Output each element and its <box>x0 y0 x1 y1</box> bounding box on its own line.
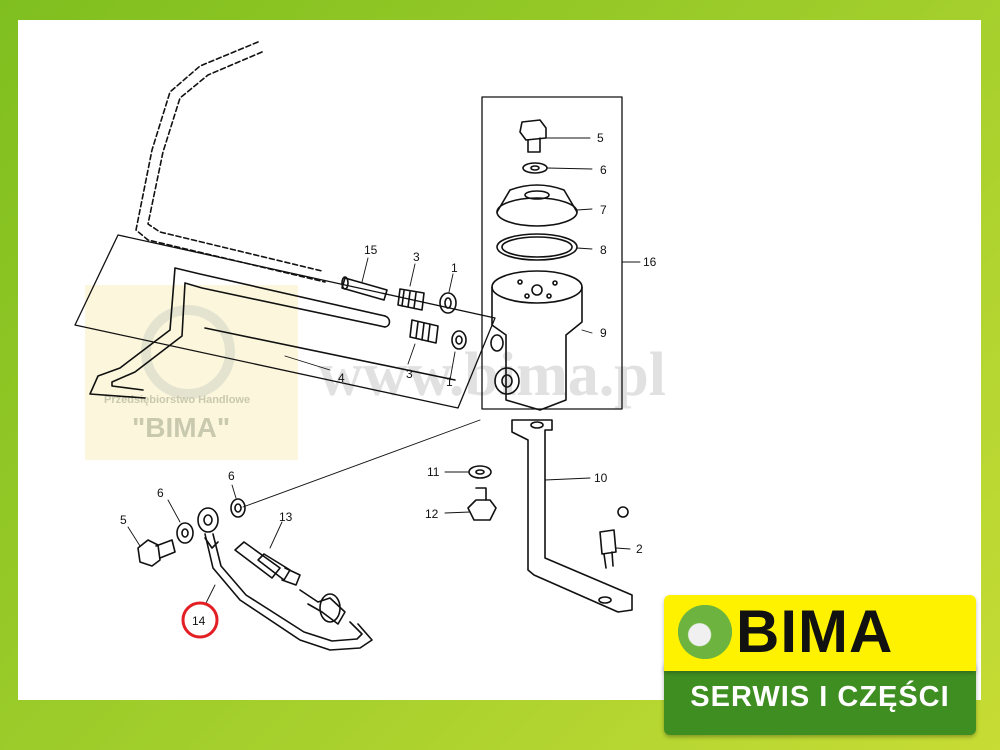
logo-ball-icon <box>678 605 732 659</box>
fitting-3-bottom <box>409 319 439 344</box>
callout-3-bottom: 3 <box>406 367 413 381</box>
callout-1-bottom: 1 <box>446 375 453 389</box>
callout-4: 4 <box>338 371 345 385</box>
callout-12: 12 <box>425 507 439 521</box>
watermark-url: www.bima.pl <box>318 341 666 409</box>
callout-6-mid: 6 <box>228 469 235 483</box>
banjo-fitting <box>197 507 219 533</box>
fitting-15 <box>341 276 388 301</box>
seal-part-8 <box>496 233 578 261</box>
fitting-3-top <box>397 288 425 311</box>
callout-7: 7 <box>600 203 607 217</box>
callout-5-top: 5 <box>597 131 604 145</box>
logo-tagline: SERWIS I CZĘŚCI <box>690 681 950 713</box>
callout-14: 14 <box>192 614 206 628</box>
watermark-company-name: "BIMA" <box>132 412 230 443</box>
callout-5-left: 5 <box>120 513 127 527</box>
watermark-ball-icon <box>141 305 235 399</box>
bolt-part-5-left <box>137 539 176 567</box>
pipe-part-4 <box>89 267 456 399</box>
watermark: Przedsiębiorstwo Handlowe "BIMA" www.bim… <box>85 285 666 460</box>
watermark-company-line: Przedsiębiorstwo Handlowe <box>104 394 250 406</box>
hose-part-14 <box>204 533 373 651</box>
callout-8: 8 <box>600 243 607 257</box>
callout-9: 9 <box>600 326 607 340</box>
callout-6-left: 6 <box>157 486 164 500</box>
washer-part-6-top <box>522 162 548 174</box>
bima-logo: BIMA SERWIS I CZĘŚCI <box>664 595 976 735</box>
leader-lines <box>127 137 641 606</box>
callout-10: 10 <box>594 471 608 485</box>
callout-2: 2 <box>636 542 643 556</box>
washer-part-11 <box>468 465 492 479</box>
nut-1-bottom <box>451 330 467 350</box>
callout-16: 16 <box>643 255 657 269</box>
bolt-part-2 <box>599 506 629 569</box>
highlight-circle-14 <box>181 601 219 639</box>
callout-6-top: 6 <box>600 163 607 177</box>
dashed-pipe <box>135 41 326 283</box>
bolt-part-12 <box>467 487 497 521</box>
frame-part-16 <box>481 96 623 410</box>
logo-name: BIMA <box>736 598 894 665</box>
callout-11: 11 <box>427 465 440 479</box>
washer-part-6-mid <box>230 498 246 518</box>
callout-13: 13 <box>279 510 293 524</box>
callout-15: 15 <box>364 243 378 257</box>
bracket-part-10 <box>511 419 633 613</box>
filter-body-part-9 <box>490 270 583 411</box>
callout-labels: 5 6 7 8 16 9 10 11 12 2 15 3 1 4 3 1 6 6… <box>120 131 657 639</box>
cover-part-7 <box>496 184 578 227</box>
washer-part-6-left <box>176 522 194 544</box>
bolt-part-5 <box>519 119 547 153</box>
callout-1-top: 1 <box>451 261 458 275</box>
logo-tagline-bar <box>664 661 976 735</box>
frame-part-4 <box>74 234 496 409</box>
sensor-part-13 <box>234 541 346 625</box>
callout-3-top: 3 <box>413 250 420 264</box>
nut-1-top <box>439 292 457 314</box>
